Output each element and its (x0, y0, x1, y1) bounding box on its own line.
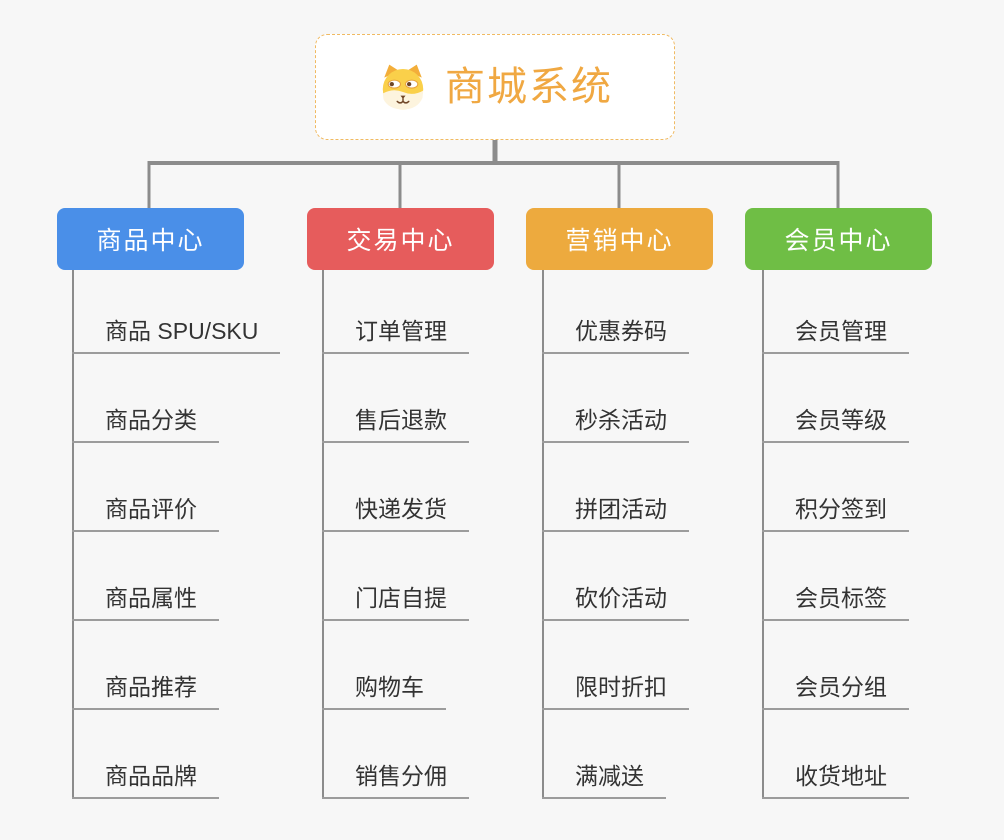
leaf-item[interactable]: 商品属性 (72, 583, 219, 621)
leaf-item[interactable]: 满减送 (542, 761, 666, 799)
branch-node-label: 交易中心 (346, 227, 455, 255)
leaf-item[interactable]: 售后退款 (322, 405, 469, 443)
leaf-item[interactable]: 商品推荐 (72, 672, 219, 710)
branch-node-trade-center[interactable]: 交易中心 (307, 208, 494, 270)
leaf-item[interactable]: 限时折扣 (542, 672, 689, 710)
leaf-item[interactable]: 订单管理 (322, 316, 469, 354)
leaf-item[interactable]: 会员标签 (762, 583, 909, 621)
leaf-item[interactable]: 会员管理 (762, 316, 909, 354)
leaf-item[interactable]: 商品品牌 (72, 761, 219, 799)
root-title: 商城系统 (445, 65, 613, 109)
leaf-item[interactable]: 收货地址 (762, 761, 909, 799)
leaf-item[interactable]: 门店自提 (322, 583, 469, 621)
branch-node-label: 商品中心 (96, 227, 205, 255)
root-node[interactable]: 商城系统 (315, 34, 675, 140)
leaf-item[interactable]: 砍价活动 (542, 583, 689, 621)
branch-node-product-center[interactable]: 商品中心 (57, 208, 244, 270)
leaf-item[interactable]: 优惠券码 (542, 316, 689, 354)
leaf-item[interactable]: 积分签到 (762, 494, 909, 532)
leaf-item[interactable]: 商品评价 (72, 494, 219, 532)
leaf-item[interactable]: 购物车 (322, 672, 446, 710)
dog-face-icon (377, 63, 429, 111)
leaf-item[interactable]: 会员分组 (762, 672, 909, 710)
leaf-item[interactable]: 商品 SPU/SKU (72, 316, 281, 354)
leaf-item[interactable]: 会员等级 (762, 405, 909, 443)
branch-node-label: 会员中心 (784, 227, 893, 255)
branch-node-label: 营销中心 (565, 227, 674, 255)
leaf-item[interactable]: 销售分佣 (322, 761, 469, 799)
leaf-item[interactable]: 拼团活动 (542, 494, 689, 532)
branch-node-member-center[interactable]: 会员中心 (745, 208, 932, 270)
leaf-item[interactable]: 商品分类 (72, 405, 219, 443)
branch-node-marketing-center[interactable]: 营销中心 (526, 208, 713, 270)
leaf-item[interactable]: 秒杀活动 (542, 405, 689, 443)
leaf-item[interactable]: 快递发货 (322, 494, 469, 532)
